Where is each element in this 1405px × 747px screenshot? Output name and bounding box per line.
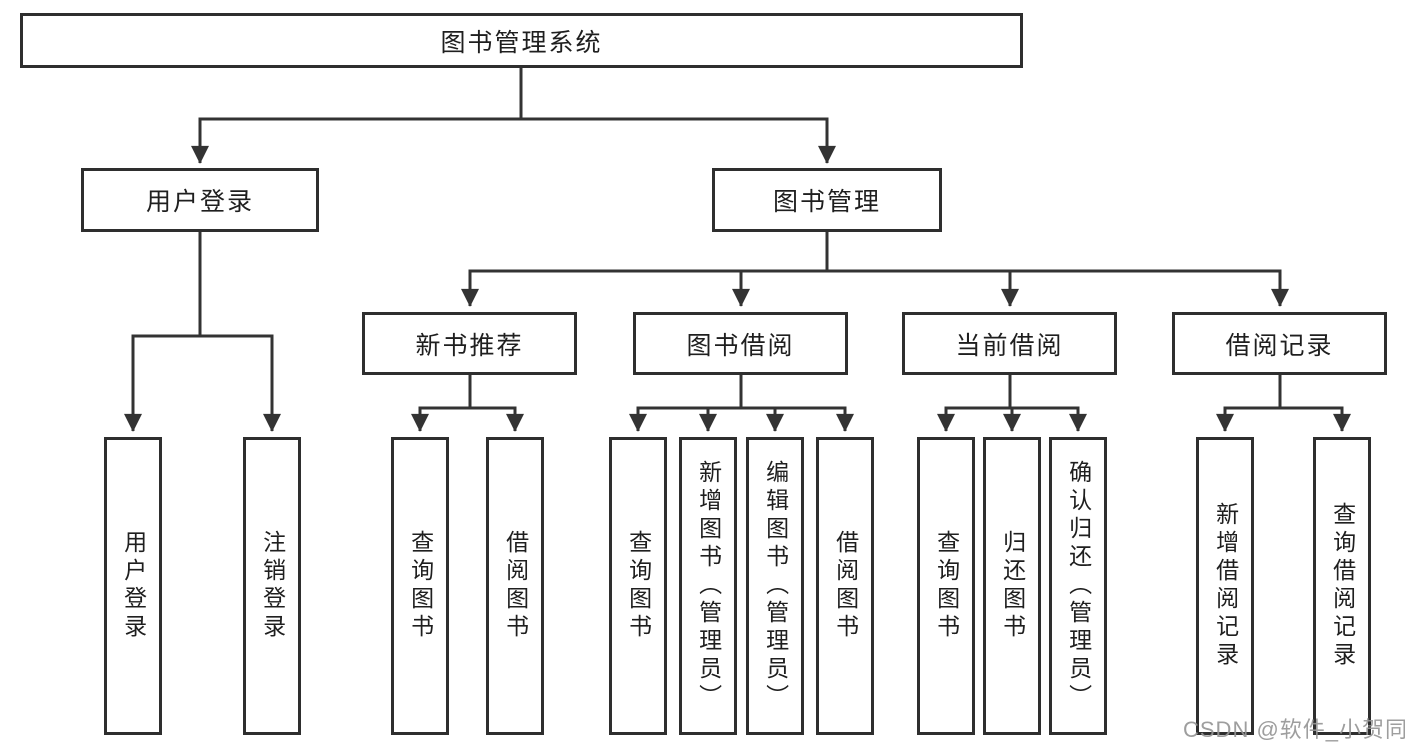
- node-current-borrow: 当前借阅: [902, 312, 1117, 375]
- node-user-login: 用户登录: [81, 168, 319, 232]
- leaf-label: 编辑图书（管理员）: [762, 460, 789, 712]
- leaf-label: 确认归还（管理员）: [1065, 460, 1092, 712]
- node-label: 图书管理: [772, 188, 881, 216]
- leaf-user-login: 用户登录: [104, 437, 162, 735]
- node-label: 图书管理系统: [440, 28, 603, 57]
- leaf-add-borrow-record: 新增借阅记录: [1196, 437, 1254, 735]
- leaf-borrow-books-newbook: 借阅图书: [486, 437, 544, 735]
- leaf-query-books-newbook: 查询图书: [391, 437, 449, 735]
- connector-current-to-leaves: [937, 374, 1087, 432]
- node-label: 新书推荐: [415, 331, 524, 360]
- node-label: 图书借阅: [686, 331, 795, 360]
- connector-mgmt-to-level3: [461, 231, 1289, 307]
- connector-root-to-level2: [191, 67, 836, 164]
- leaf-return-books: 归还图书: [983, 437, 1041, 735]
- connector-newbook-to-leaves: [411, 374, 524, 432]
- leaf-add-books-admin: 新增图书（管理员）: [679, 437, 737, 735]
- node-borrow-records: 借阅记录: [1172, 312, 1387, 375]
- leaf-logout: 注销登录: [243, 437, 301, 735]
- csdn-watermark: CSDN @软件_小贺同学: [1183, 717, 1405, 742]
- leaf-label: 新增借阅记录: [1212, 502, 1239, 670]
- leaf-label: 新增图书（管理员）: [695, 460, 722, 712]
- leaf-confirm-return-admin: 确认归还（管理员）: [1049, 437, 1107, 735]
- leaf-borrow-books: 借阅图书: [816, 437, 874, 735]
- node-label: 用户登录: [145, 188, 254, 216]
- leaf-label: 借阅图书: [502, 530, 529, 642]
- leaf-label: 查询借阅记录: [1329, 502, 1356, 670]
- connector-login-to-leaves: [124, 231, 281, 432]
- leaf-label: 查询图书: [933, 530, 960, 642]
- node-new-book-recommend: 新书推荐: [362, 312, 577, 375]
- node-book-borrow: 图书借阅: [633, 312, 848, 375]
- node-label: 当前借阅: [955, 331, 1064, 360]
- leaf-query-books-borrow: 查询图书: [609, 437, 667, 735]
- connector-borrow-to-leaves: [629, 374, 854, 432]
- node-book-management: 图书管理: [712, 168, 942, 232]
- node-library-management-system: 图书管理系统: [20, 13, 1023, 68]
- leaf-edit-books-admin: 编辑图书（管理员）: [746, 437, 804, 735]
- leaf-label: 查询图书: [407, 530, 434, 642]
- leaf-label: 注销登录: [259, 530, 286, 642]
- leaf-query-borrow-record: 查询借阅记录: [1313, 437, 1371, 735]
- leaf-label: 用户登录: [120, 530, 147, 642]
- node-label: 借阅记录: [1225, 331, 1334, 360]
- leaf-query-books-current: 查询图书: [917, 437, 975, 735]
- leaf-label: 查询图书: [625, 530, 652, 642]
- leaf-label: 借阅图书: [832, 530, 859, 642]
- leaf-label: 归还图书: [999, 530, 1026, 642]
- connector-records-to-leaves: [1216, 374, 1351, 432]
